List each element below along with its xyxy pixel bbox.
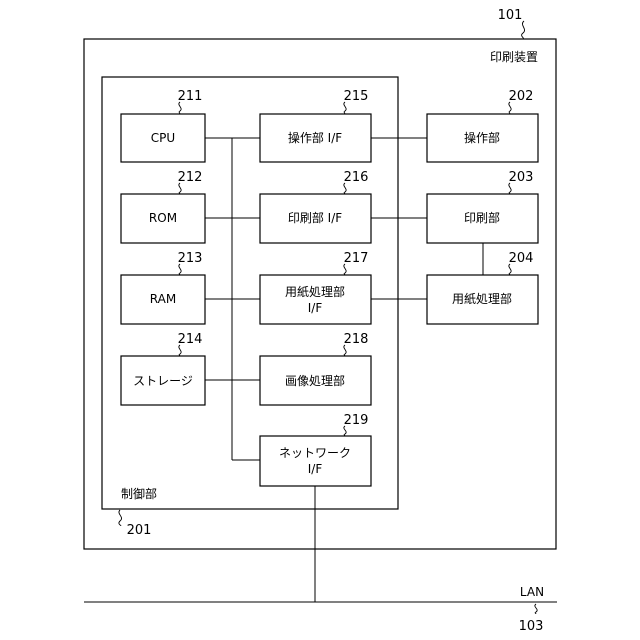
paper-unit-block: 用紙処理部 <box>427 275 538 324</box>
controller-ref: 201 <box>127 523 152 538</box>
printer-unit-label: 印刷部 <box>464 210 500 225</box>
print-if-block: 印刷部 I/F <box>260 194 371 243</box>
operation-if-label: 操作部 I/F <box>288 130 342 145</box>
printing-device-label: 印刷装置 <box>490 50 538 64</box>
operation-unit-ref: 202 <box>509 89 534 104</box>
network-if-ref: 219 <box>344 413 369 428</box>
paper-unit-label: 用紙処理部 <box>452 291 512 306</box>
rom-ref: 212 <box>178 170 203 185</box>
lan-label: LAN <box>520 585 544 599</box>
controller-leader <box>119 510 122 526</box>
rom-block: ROM <box>121 194 205 243</box>
image-processing-ref: 218 <box>344 332 369 347</box>
printing-device-leader <box>522 21 525 39</box>
cpu-block: CPU <box>121 114 205 162</box>
controller-label: 制御部 <box>121 486 157 501</box>
storage-block: ストレージ <box>121 356 205 405</box>
lan-ref: 103 <box>519 619 544 634</box>
network-if-label-line1: ネットワーク <box>279 446 351 460</box>
image-processing-block: 画像処理部 <box>260 356 371 405</box>
operation-if-ref: 215 <box>344 89 369 104</box>
printing-device-ref: 101 <box>498 8 523 23</box>
printer-unit-ref: 203 <box>509 170 534 185</box>
lan-leader <box>535 604 537 614</box>
network-if-block: ネットワーク I/F <box>260 436 371 486</box>
paper-if-block: 用紙処理部 I/F <box>260 275 371 324</box>
ram-label: RAM <box>150 292 176 306</box>
operation-unit-block: 操作部 <box>427 114 538 162</box>
cpu-label: CPU <box>151 131 175 145</box>
paper-if-label-line1: 用紙処理部 <box>285 284 345 299</box>
operation-if-block: 操作部 I/F <box>260 114 371 162</box>
network-if-label-line2: I/F <box>308 462 323 476</box>
paper-if-ref: 217 <box>344 251 369 266</box>
print-if-ref: 216 <box>344 170 369 185</box>
paper-if-label-line2: I/F <box>308 301 323 315</box>
paper-unit-ref: 204 <box>509 251 534 266</box>
ram-block: RAM <box>121 275 205 324</box>
storage-ref: 214 <box>178 332 203 347</box>
image-processing-label: 画像処理部 <box>285 373 345 388</box>
printer-unit-block: 印刷部 <box>427 194 538 243</box>
ram-ref: 213 <box>178 251 203 266</box>
print-if-label: 印刷部 I/F <box>288 210 342 225</box>
storage-label: ストレージ <box>133 374 193 388</box>
cpu-ref: 211 <box>178 89 203 104</box>
rom-label: ROM <box>149 211 177 225</box>
operation-unit-label: 操作部 <box>464 130 500 145</box>
